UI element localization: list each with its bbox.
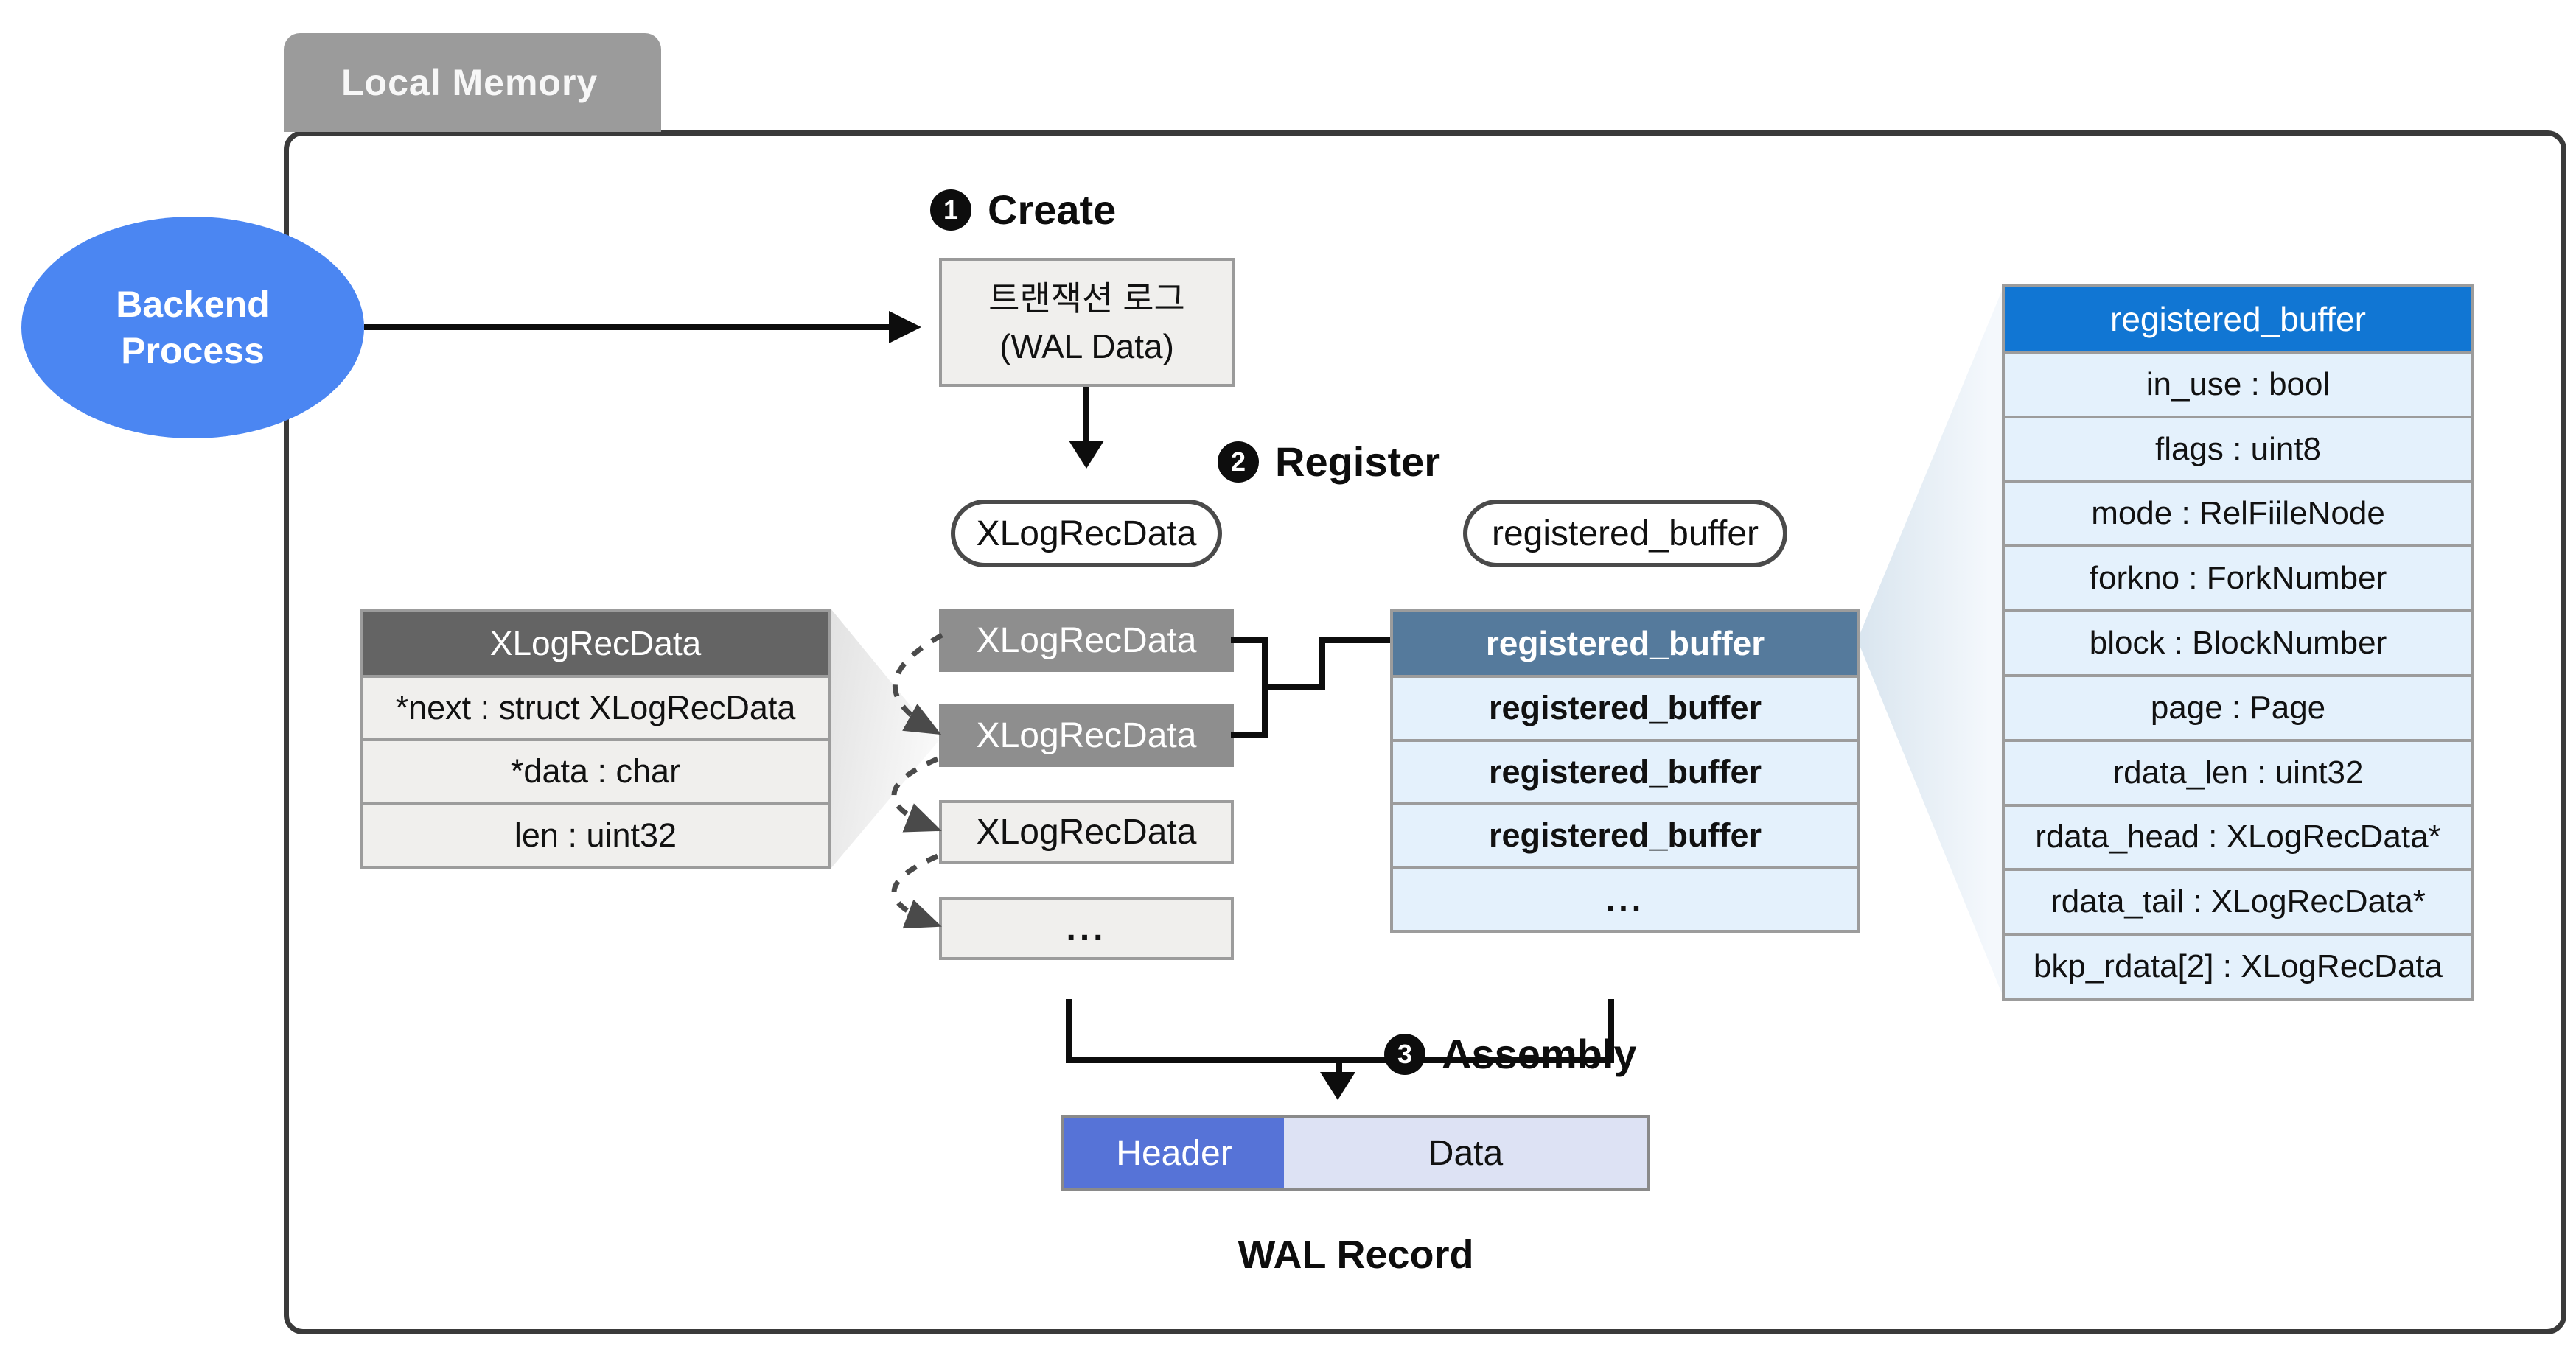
linked-list-arrows <box>891 632 943 929</box>
registered-buffer-table-row: flags : uint8 <box>2005 415 2471 480</box>
pill-xlogrecdata: XLogRecData <box>951 500 1222 567</box>
step-register-number: 2 <box>1218 441 1259 483</box>
wal-data-line2: (WAL Data) <box>999 326 1174 365</box>
wal-data-box: 트랜잭션 로그 (WAL Data) <box>939 258 1235 387</box>
arrow-waldata-down-head <box>1069 441 1104 469</box>
arrow-backend-to-waldata-head <box>889 311 921 343</box>
xlogrecdata-stack-item-2: XLogRecData <box>939 704 1234 767</box>
registered-buffer-stack-header: registered_buffer <box>1393 612 1857 675</box>
registered-buffer-stack-row: registered_buffer <box>1393 802 1857 866</box>
xlogrecdata-table-row: *next : struct XLogRecData <box>363 675 828 739</box>
backend-process-label-line2: Process <box>121 329 265 371</box>
arrow-backend-to-waldata-shaft <box>364 324 892 330</box>
xlogrecdata-stack-item-4: ... <box>939 897 1234 960</box>
registered-buffer-stack-row: registered_buffer <box>1393 675 1857 739</box>
backend-process-node: Backend Process <box>21 217 364 438</box>
wal-data-line1: 트랜잭션 로그 <box>988 279 1185 318</box>
assembly-bracket-left <box>1066 999 1072 1063</box>
step-assembly: 3 Assembly <box>1384 1030 1637 1078</box>
connector-mid-horizontal <box>1262 684 1325 690</box>
local-memory-tab: Local Memory <box>284 33 661 132</box>
xlogrecdata-table-header: XLogRecData <box>363 612 828 675</box>
registered-buffer-table-row: bkp_rdata[2] : XLogRecData <box>2005 933 2471 998</box>
registered-buffer-table-row: page : Page <box>2005 673 2471 739</box>
step-create-number: 1 <box>930 189 971 231</box>
connector-box1-line <box>1231 637 1268 643</box>
wal-record-box: Header Data <box>1061 1115 1650 1191</box>
step-register: 2 Register <box>1218 438 1440 486</box>
local-memory-label: Local Memory <box>341 62 598 103</box>
connector-to-rbstack-line <box>1319 637 1390 643</box>
registered-buffer-table-header: registered_buffer <box>2005 287 2471 351</box>
step-register-label: Register <box>1275 438 1441 485</box>
xlogrecdata-table-row: len : uint32 <box>363 802 828 866</box>
wal-record-header-cell: Header <box>1064 1118 1284 1188</box>
xlogrecdata-table: XLogRecData *next : struct XLogRecData *… <box>360 609 831 869</box>
registered-buffer-table-row: mode : RelFiileNode <box>2005 480 2471 545</box>
assembly-arrow-head <box>1320 1072 1355 1100</box>
backend-process-label-line1: Backend <box>116 284 270 325</box>
next-pointer-arc-2 <box>891 756 942 833</box>
registered-buffer-table: registered_buffer in_use : bool flags : … <box>2002 284 2474 1001</box>
registered-buffer-stack: registered_buffer registered_buffer regi… <box>1390 609 1860 933</box>
registered-buffer-stack-row: ... <box>1393 866 1857 930</box>
xlogrecdata-table-row: *data : char <box>363 738 828 802</box>
next-pointer-arc-3 <box>891 853 942 929</box>
assembly-arrow-shaft <box>1336 1057 1342 1078</box>
xlogrecdata-stack-item-3: XLogRecData <box>939 800 1234 864</box>
next-pointer-arc-1 <box>892 632 943 735</box>
registered-buffer-table-row: rdata_tail : XLogRecData* <box>2005 868 2471 934</box>
arrow-waldata-down-shaft <box>1083 387 1089 443</box>
wal-record-caption: WAL Record <box>1238 1233 1474 1277</box>
wal-record-data-cell: Data <box>1284 1118 1647 1188</box>
registered-buffer-stack-row: registered_buffer <box>1393 738 1857 802</box>
connector-jog-vertical <box>1319 640 1325 690</box>
registered-buffer-table-row: in_use : bool <box>2005 351 2471 416</box>
registered-buffer-table-row: block : BlockNumber <box>2005 609 2471 674</box>
registered-buffer-table-row: forkno : ForkNumber <box>2005 544 2471 610</box>
connector-box2-line <box>1231 732 1268 738</box>
registered-buffer-table-row: rdata_len : uint32 <box>2005 738 2471 804</box>
xlogrecdata-stack-item-1: XLogRecData <box>939 609 1234 672</box>
pill-registered-buffer: registered_buffer <box>1463 500 1787 567</box>
step-assembly-label: Assembly <box>1442 1031 1637 1077</box>
registered-buffer-table-row: rdata_head : XLogRecData* <box>2005 803 2471 869</box>
step-create-label: Create <box>988 186 1117 233</box>
step-create: 1 Create <box>930 186 1116 234</box>
step-assembly-number: 3 <box>1384 1033 1425 1075</box>
assembly-bracket-right <box>1608 999 1614 1063</box>
